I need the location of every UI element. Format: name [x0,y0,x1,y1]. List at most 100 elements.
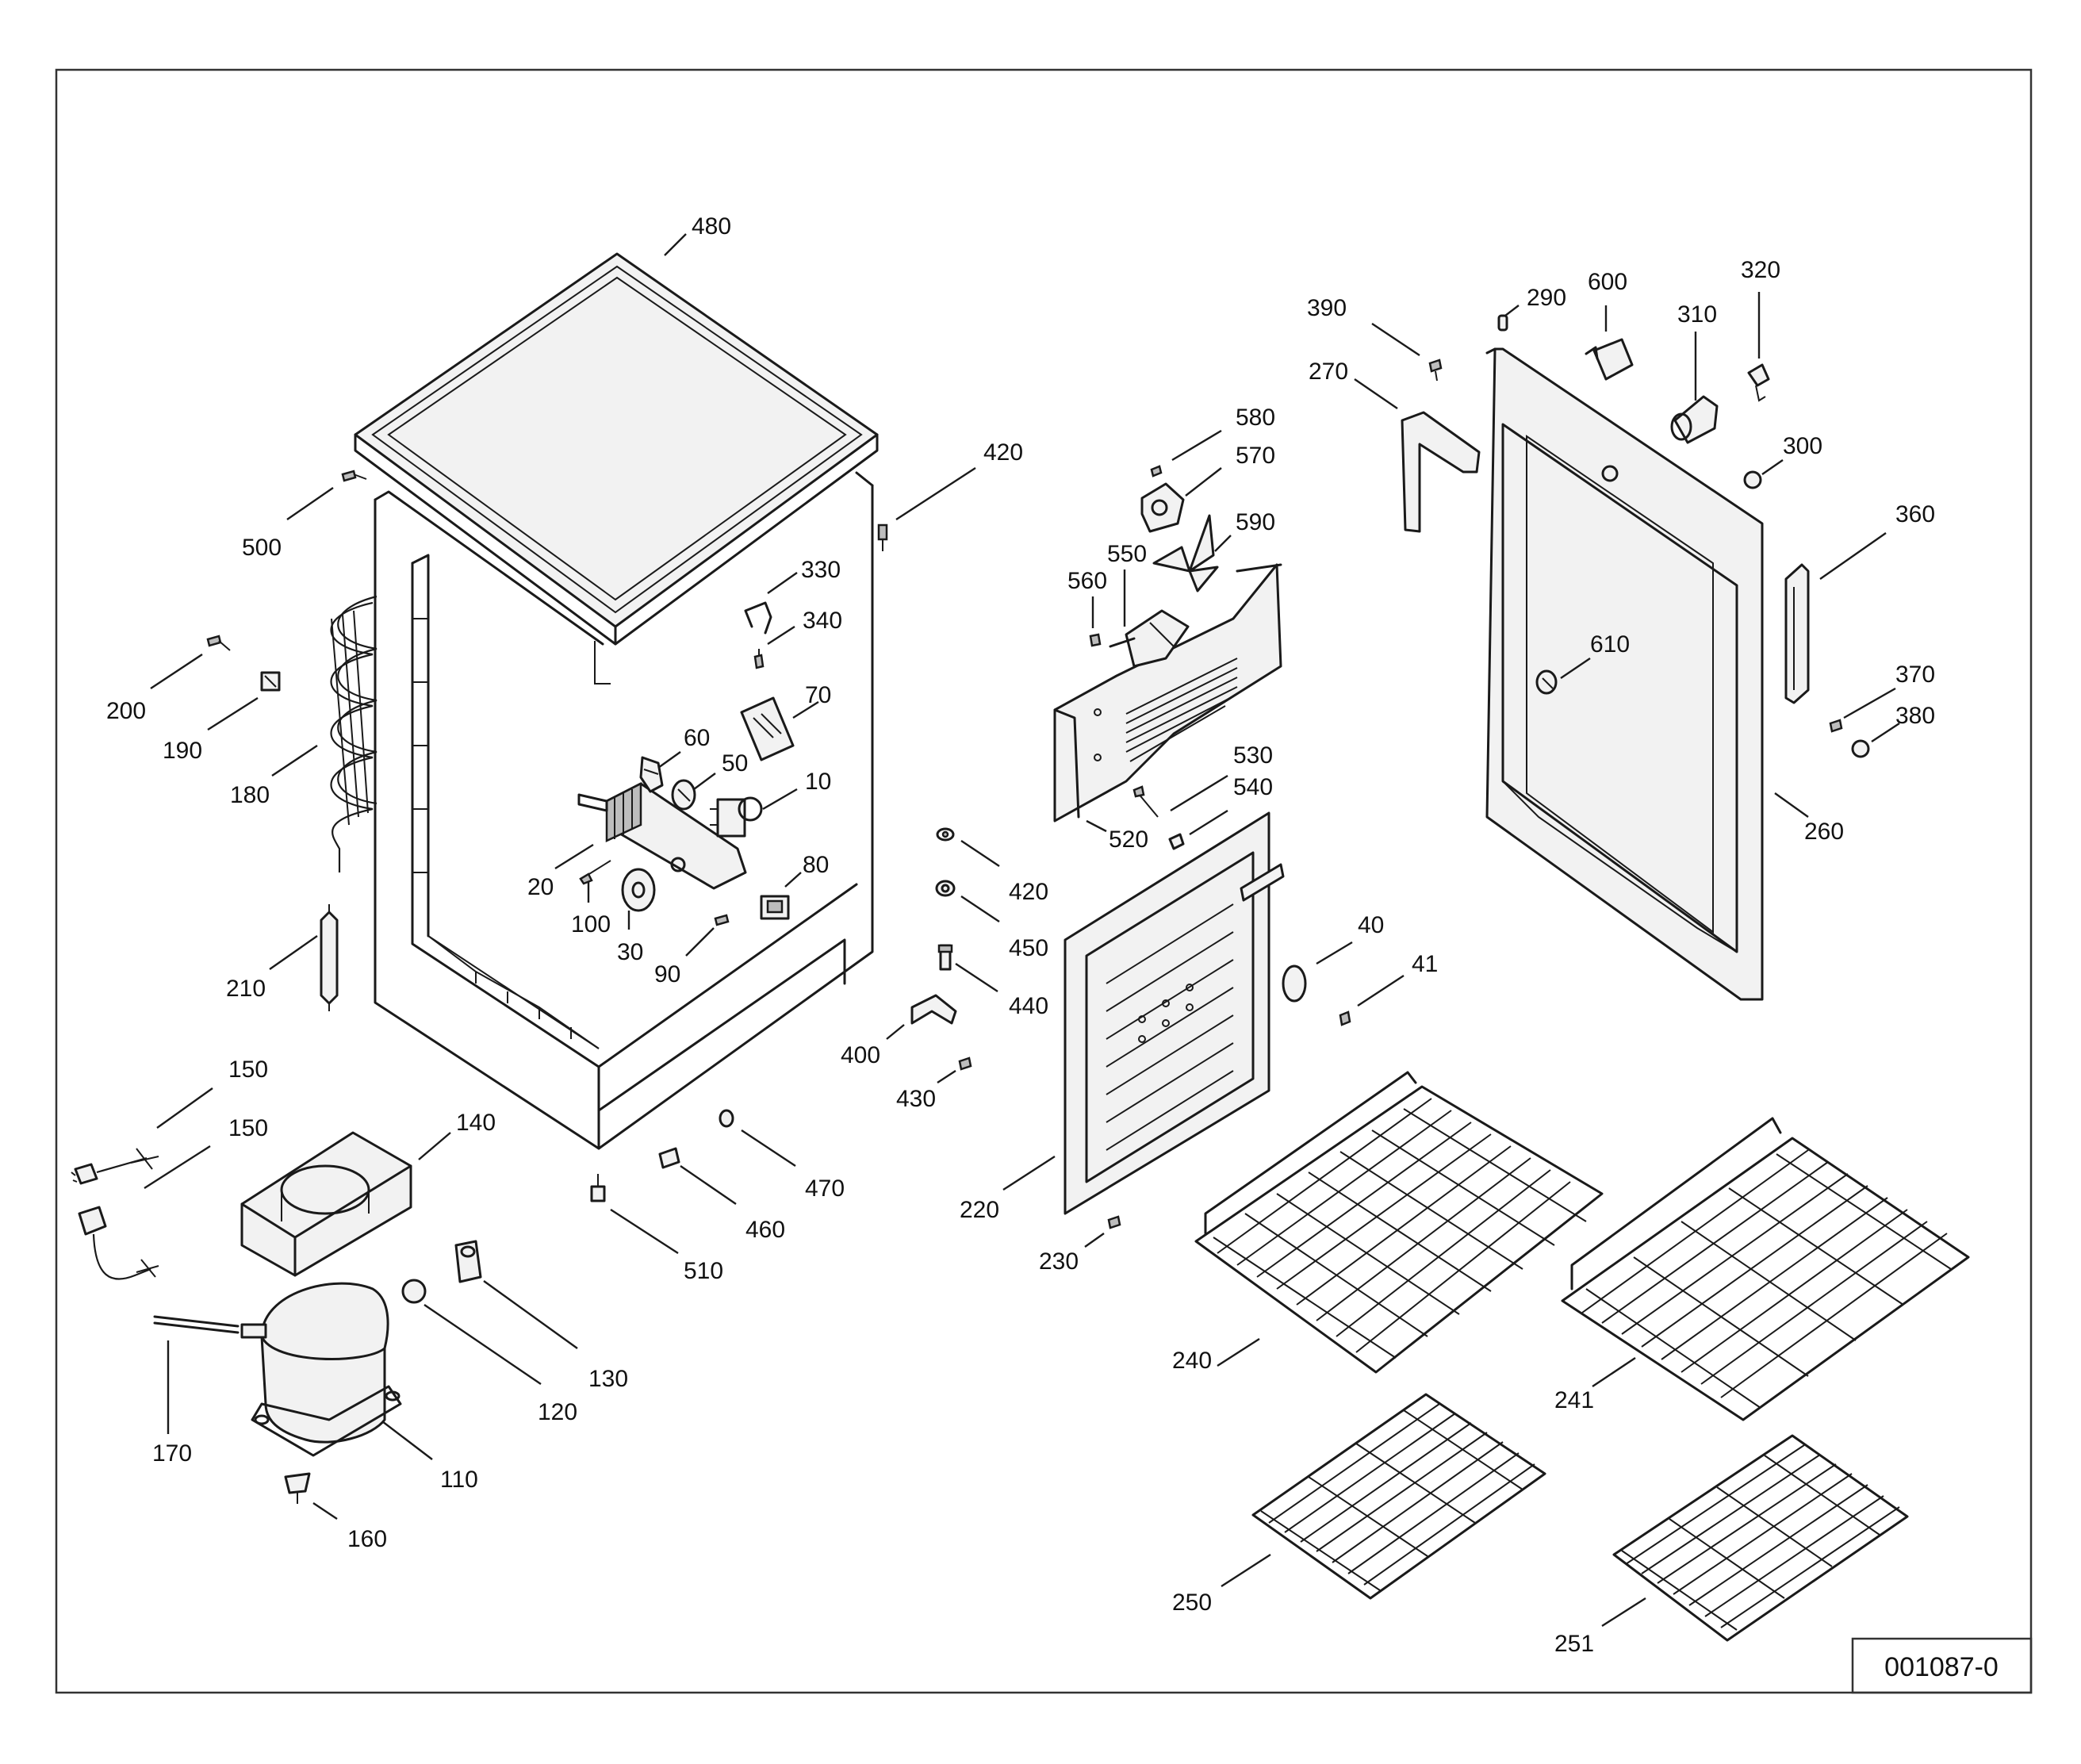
power-cord-150 [71,1148,159,1280]
screw-390 [1428,359,1443,382]
clip-580 [1150,465,1163,477]
part-label: 550 [1107,541,1147,567]
part-label: 360 [1895,501,1935,527]
washer-420 [936,827,955,842]
screw-230 [1107,1215,1121,1229]
pipe-170 [153,1315,240,1334]
screw-420-top [877,523,888,551]
timer-10 [710,796,763,838]
shelf-240 [1194,1071,1604,1374]
part-label: 500 [242,535,282,561]
screw-41 [1339,1010,1351,1026]
cover-70 [740,696,795,761]
part-label: 270 [1309,359,1348,385]
clip-190 [260,671,281,692]
part-label: 80 [803,852,829,878]
door-handle-270 [1401,411,1481,533]
rear-panel-220 [1063,811,1285,1215]
part-label: 480 [692,213,731,240]
part-label: 520 [1109,826,1148,853]
part-label: 200 [106,698,146,724]
part-label: 330 [801,557,841,583]
part-label: 460 [745,1217,785,1243]
lock-housing-600 [1585,338,1634,381]
knob-30 [621,868,656,912]
thermostat-assembly [577,781,747,890]
foot-510 [590,1174,606,1202]
part-label: 90 [654,961,680,987]
bracket-400 [910,994,957,1025]
cap-380 [1851,739,1870,758]
part-label: 340 [803,608,842,634]
part-label: 41 [1412,951,1438,977]
pin-290 [1497,314,1508,332]
part-label: 440 [1009,993,1048,1019]
part-label: 610 [1590,631,1630,658]
cabinet-body [374,471,874,1150]
lamp-socket-60 [639,756,664,793]
part-label: 170 [152,1440,192,1467]
lock-310 [1670,395,1719,444]
part-label: 251 [1554,1631,1594,1657]
door-260 [1485,347,1764,1001]
hinge-bracket-360 [1784,563,1810,704]
part-label: 290 [1527,285,1566,311]
drawing-frame [55,68,2033,1694]
screw-430 [958,1056,972,1071]
screw-90 [714,914,730,926]
drawing-number: 001087-0 [1884,1652,1999,1682]
part-label: 380 [1895,703,1935,729]
compressor-110 [240,1282,402,1457]
relay-130 [454,1240,482,1283]
part-label: 250 [1172,1590,1212,1616]
screw-100 [579,860,611,885]
part-label: 50 [722,750,748,777]
part-label: 70 [805,682,831,708]
part-label: 400 [841,1042,880,1068]
part-label: 100 [571,911,611,938]
screw-200 [206,635,231,651]
shelf-251 [1612,1434,1909,1642]
label-460 [658,1147,680,1169]
plug-470 [719,1109,734,1128]
part-label: 120 [538,1399,577,1425]
part-label: 450 [1009,935,1048,961]
part-label: 320 [1741,257,1780,283]
screw-340 [753,649,765,669]
part-label: 300 [1783,433,1822,459]
screw-500 [341,470,367,482]
nut-540 [1168,833,1185,850]
part-label: 10 [805,769,831,795]
part-label: 370 [1895,662,1935,688]
lamp-50 [671,779,696,811]
part-label: 20 [527,874,554,900]
part-label: 390 [1307,295,1347,321]
condenser-180 [330,595,377,872]
shelf-241 [1561,1117,1970,1421]
part-label: 570 [1236,443,1275,469]
screw-530 [1132,785,1159,818]
part-label: 240 [1172,1348,1212,1374]
part-label: 600 [1588,269,1627,295]
key-320 [1747,363,1770,402]
shroud-140 [240,1131,412,1277]
cabinet-top-480 [354,252,879,685]
part-label: 140 [456,1110,496,1136]
part-label: 30 [617,939,643,965]
part-label: 220 [960,1197,999,1223]
part-label: 241 [1554,1387,1594,1413]
fan-motor-550 [1109,609,1190,668]
part-label: 160 [347,1526,387,1552]
cover-disk-40 [1282,964,1307,1003]
part-label: 420 [983,439,1023,466]
grommet-120 [401,1279,427,1304]
part-label: 530 [1233,742,1273,769]
fan-blade-590 [1152,514,1219,592]
fan-bracket-570 [1140,482,1185,533]
shelf-250 [1251,1393,1546,1600]
screw-370 [1829,719,1843,733]
knob-610 [1535,669,1558,695]
part-label: 150 [228,1056,268,1083]
clip-80 [760,895,790,920]
